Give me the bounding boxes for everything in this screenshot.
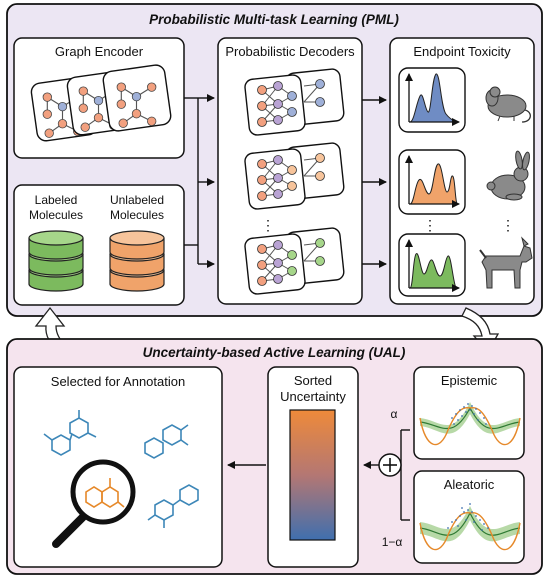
aleatoric-panel: Aleatoric	[413, 470, 525, 564]
aleatoric-scatter-points	[447, 503, 489, 531]
sorted-uncertainty-panel: Sorted Uncertainty	[267, 366, 359, 568]
encoder-to-decoder-connector	[184, 94, 215, 268]
dog-icon	[479, 236, 533, 289]
epistemic-title: Epistemic	[441, 373, 498, 388]
uncertainty-gradient-bar	[289, 409, 336, 541]
aleatoric-title: Aleatoric	[444, 477, 495, 492]
decoder-network-orange	[244, 142, 345, 210]
graph-encoder-title: Graph Encoder	[55, 44, 144, 59]
mouse-icon	[485, 86, 531, 123]
decoder-network-blue	[244, 68, 345, 136]
toxicity-panel: Endpoint Toxicity ⋮ ⋮	[389, 37, 535, 305]
rabbit-icon	[486, 150, 530, 201]
toxicity-distribution-orange	[398, 149, 466, 215]
molecules-panel: Labeled Molecules Unlabeled Molecules	[13, 184, 185, 306]
magnifier-icon	[52, 459, 136, 548]
molecule-structure-blue	[43, 410, 97, 456]
labeled-molecules-label-line1: Labeled	[35, 193, 78, 207]
unlabeled-molecules-label-line2: Molecules	[110, 208, 164, 222]
sum-node-icon	[378, 453, 402, 477]
one-minus-alpha-label: 1−α	[382, 535, 403, 549]
epistemic-panel: Epistemic	[413, 366, 525, 460]
molecule-structure-blue	[147, 484, 199, 528]
toxicity-ellipsis-right: ⋮	[501, 217, 515, 233]
pml-title: Probabilistic Multi-task Learning (PML)	[149, 12, 399, 27]
sorted-label-line1: Sorted	[294, 373, 332, 388]
toxicity-ellipsis-left: ⋮	[423, 217, 437, 233]
combine-connector	[363, 429, 410, 521]
decoder-network-green	[244, 227, 345, 295]
sorted-label-line2: Uncertainty	[280, 389, 346, 404]
selected-annotation-title: Selected for Annotation	[51, 374, 185, 389]
toxicity-distribution-blue	[398, 67, 466, 133]
selected-annotation-panel: Selected for Annotation	[13, 366, 223, 568]
epistemic-scatter-points	[451, 403, 487, 425]
molecular-graph-card	[102, 64, 172, 132]
unlabeled-database-icon	[109, 230, 165, 292]
decoders-ellipsis: ⋮	[261, 217, 275, 233]
toxicity-title: Endpoint Toxicity	[413, 44, 511, 59]
alpha-label: α	[391, 407, 398, 421]
graph-encoder-panel: Graph Encoder	[13, 37, 185, 159]
decoder-to-toxicity-arrows	[362, 96, 387, 268]
decoders-title: Probabilistic Decoders	[225, 44, 355, 59]
toxicity-distribution-green	[398, 233, 466, 297]
decoders-panel: Probabilistic Decoders	[217, 37, 363, 305]
molecule-structure-blue	[144, 424, 189, 459]
unlabeled-molecules-label-line1: Unlabeled	[110, 193, 164, 207]
ual-title: Uncertainty-based Active Learning (UAL)	[143, 345, 406, 360]
labeled-molecules-label-line2: Molecules	[29, 208, 83, 222]
labeled-database-icon	[28, 230, 84, 292]
